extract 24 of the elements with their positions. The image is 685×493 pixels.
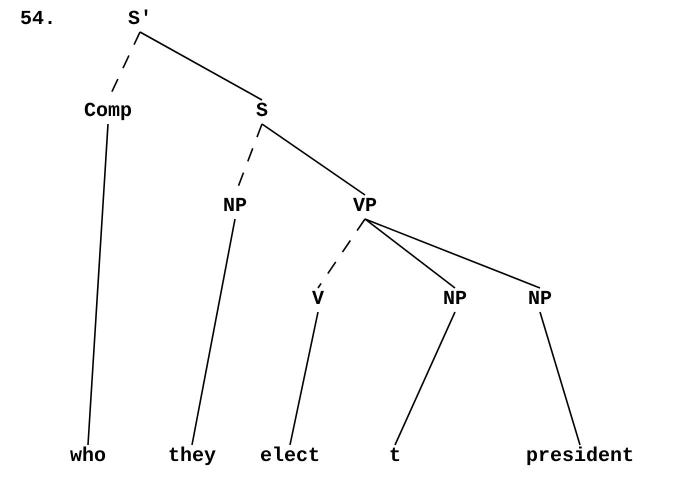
tree-branch xyxy=(191,218,236,446)
tree-branch xyxy=(87,124,109,446)
tree-branch xyxy=(539,312,581,446)
terminal-word: elect xyxy=(260,446,320,468)
tree-branch xyxy=(140,31,262,101)
terminal-word: they xyxy=(168,446,216,468)
category-label: VP xyxy=(353,196,377,218)
category-label: NP xyxy=(528,289,552,311)
tree-branch xyxy=(364,218,456,289)
terminal-word: who xyxy=(70,446,106,468)
tree-branch xyxy=(317,218,366,288)
category-label: NP xyxy=(443,289,467,311)
terminal-word: president xyxy=(526,446,634,468)
category-label: V xyxy=(312,289,324,311)
terminal-word: t xyxy=(389,446,401,468)
tree-branch xyxy=(289,312,319,446)
category-label: S xyxy=(256,101,268,123)
tree-branch xyxy=(364,218,540,289)
example-number: 54. xyxy=(20,9,56,31)
category-label: S' xyxy=(128,9,152,31)
tree-branch xyxy=(394,312,456,446)
category-label: Comp xyxy=(84,101,132,123)
category-label: NP xyxy=(223,196,247,218)
tree-branch xyxy=(262,123,366,196)
